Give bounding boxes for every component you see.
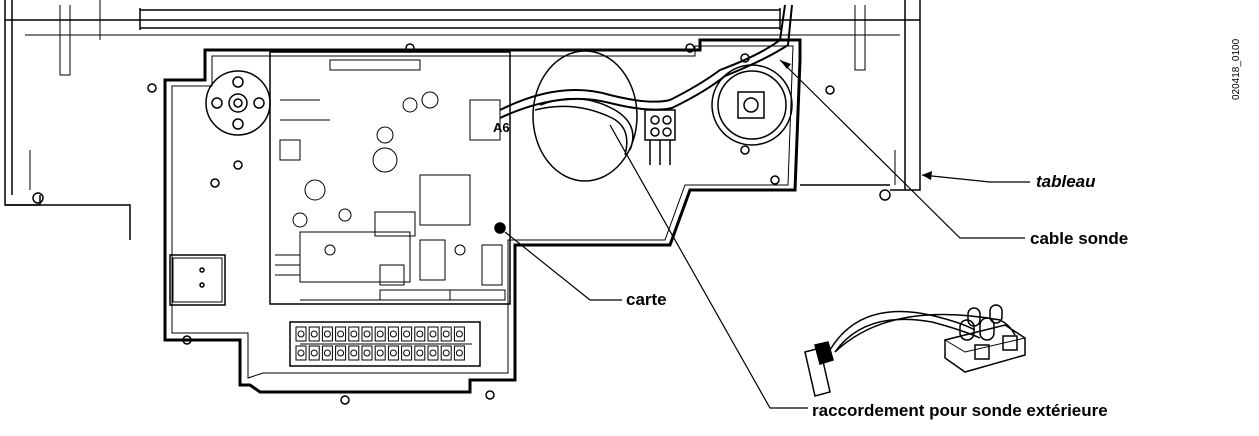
probe-cable	[499, 4, 793, 119]
terminal-screw	[416, 330, 424, 338]
frame-tabs	[29, 0, 896, 190]
terminal-screw	[455, 349, 463, 357]
terminal-cell	[308, 326, 320, 342]
mounting-screws	[32, 43, 891, 405]
terminal-cell	[453, 345, 465, 361]
terminal-screw	[442, 349, 450, 357]
terminal-cell	[348, 345, 360, 361]
terminal-cell	[453, 326, 465, 342]
inner-plate	[163, 38, 802, 394]
right-round-fitting	[711, 53, 793, 155]
tableau-label: tableau	[1036, 172, 1096, 191]
terminal-cell	[440, 345, 452, 361]
terminal-screw	[416, 349, 424, 357]
terminal-cell	[295, 345, 307, 361]
reference-code: 020418_0100	[1231, 38, 1242, 100]
terminal-cell	[401, 345, 413, 361]
raccordement-label: raccordement pour sonde extérieure	[812, 401, 1108, 420]
terminal-cell	[361, 326, 373, 342]
connector-a6-label: A6	[493, 120, 510, 135]
leader-arrows	[780, 60, 932, 180]
terminal-screw	[297, 330, 305, 338]
left-switch-box	[169, 254, 226, 306]
terminal-screw	[429, 330, 437, 338]
panel-connector	[644, 109, 676, 165]
terminal-cell	[335, 345, 347, 361]
terminal-screw	[337, 349, 345, 357]
terminal-cell	[361, 345, 373, 361]
terminal-strip	[289, 321, 481, 367]
terminal-screw	[389, 349, 397, 357]
terminal-cell	[414, 345, 426, 361]
terminal-screw	[337, 330, 345, 338]
terminal-cell	[414, 326, 426, 342]
terminal-cell	[321, 326, 333, 342]
terminal-screw	[310, 349, 318, 357]
left-round-fitting	[205, 70, 271, 136]
terminal-screw	[350, 330, 358, 338]
terminal-cell	[427, 326, 439, 342]
leader-lines	[504, 59, 1030, 409]
carte-label: carte	[626, 290, 667, 309]
reference-code-holder: 020418_0100	[1231, 20, 1246, 120]
terminal-screw	[455, 330, 463, 338]
terminal-cell	[374, 326, 386, 342]
terminal-screw	[376, 330, 384, 338]
terminal-cell	[387, 345, 399, 361]
cabinet-frame	[4, 0, 921, 240]
terminal-screw	[350, 349, 358, 357]
terminal-cell	[308, 345, 320, 361]
terminal-cell	[440, 326, 452, 342]
terminal-screw	[376, 349, 384, 357]
terminal-screw	[323, 330, 331, 338]
terminal-cell	[321, 345, 333, 361]
terminal-cell	[387, 326, 399, 342]
terminal-screw	[297, 349, 305, 357]
terminal-screw	[389, 330, 397, 338]
terminal-screw	[403, 330, 411, 338]
terminal-cell	[427, 345, 439, 361]
terminal-cell	[348, 326, 360, 342]
terminal-screw	[442, 330, 450, 338]
terminal-cell	[401, 326, 413, 342]
terminal-screw	[363, 330, 371, 338]
inner-plate-edge	[171, 45, 794, 379]
terminal-screw	[429, 349, 437, 357]
terminal-screw	[363, 349, 371, 357]
cable-sonde-label: cable sonde	[1030, 229, 1129, 248]
terminal-cell	[335, 326, 347, 342]
terminal-cells	[295, 326, 465, 361]
terminal-cell	[374, 345, 386, 361]
pcb-board	[269, 51, 511, 305]
terminal-cell	[295, 326, 307, 342]
terminal-screw	[403, 349, 411, 357]
terminal-screw	[310, 330, 318, 338]
external-probe-connector	[804, 304, 1027, 397]
round-opening	[532, 50, 638, 182]
terminal-screw	[323, 349, 331, 357]
